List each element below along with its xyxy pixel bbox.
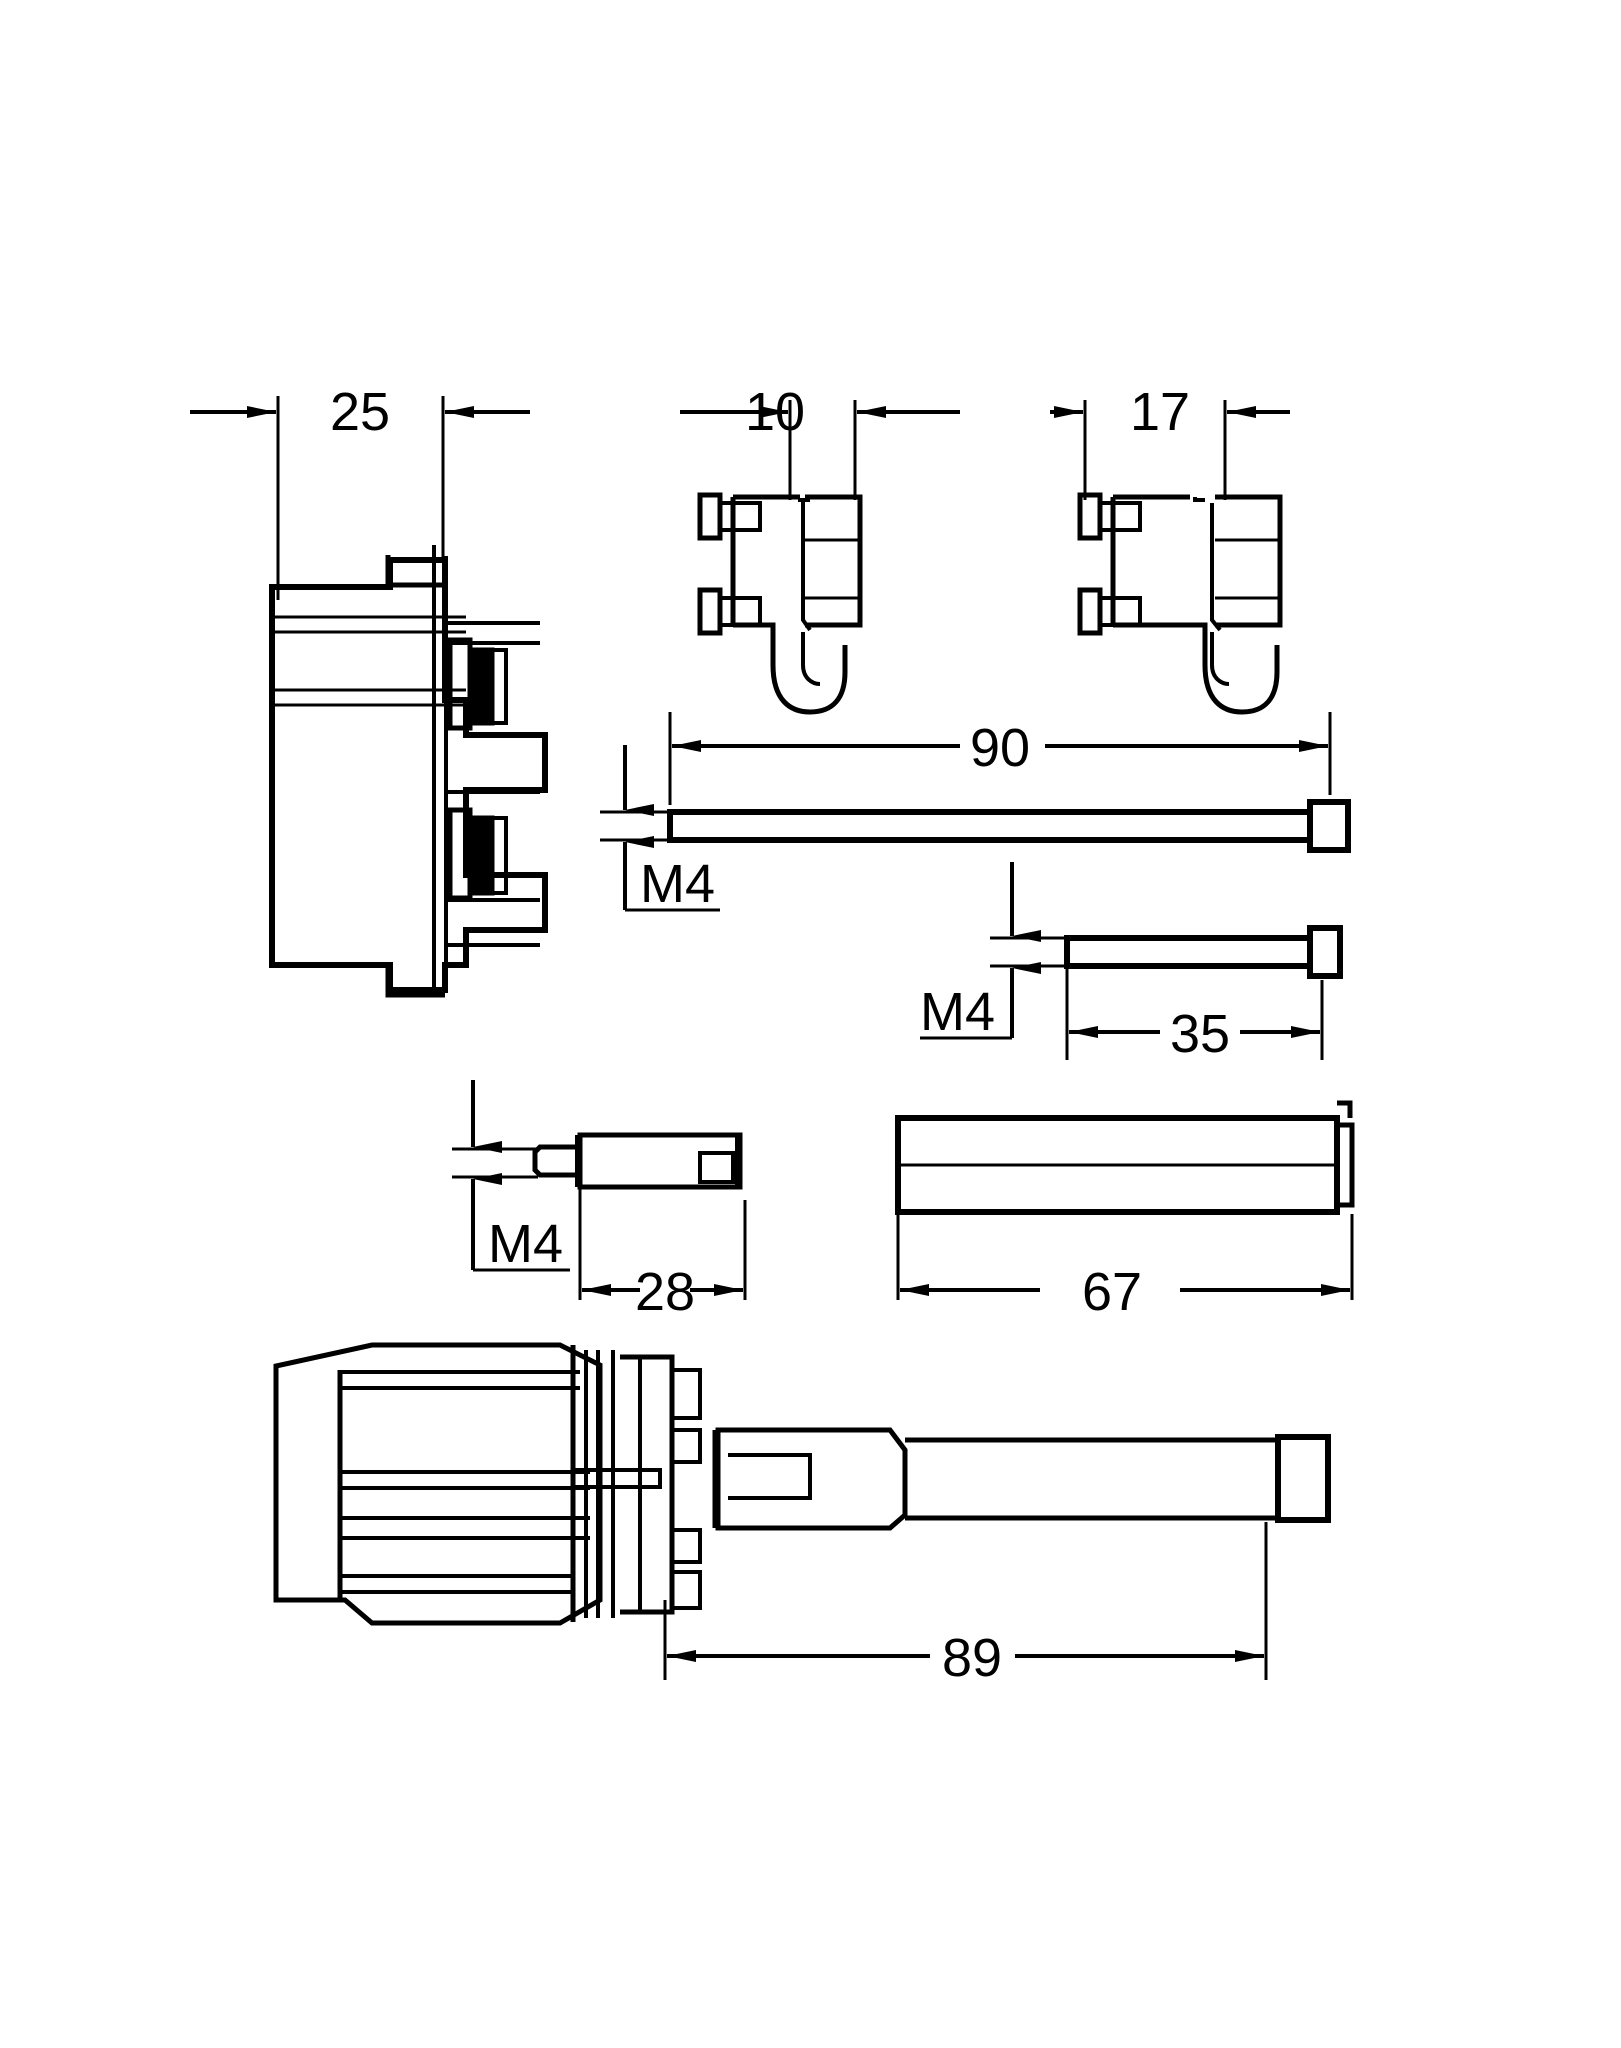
dim-label-m4-c: M4 (488, 1214, 563, 1274)
clip10-right-block-inner (801, 500, 812, 632)
clip10-screwhead-lower (697, 587, 723, 636)
sleeve67-right-flange (1337, 1122, 1355, 1208)
cartridge-end-cap (1275, 1434, 1331, 1523)
clip17-hook-inner (1210, 632, 1230, 686)
dimension-m4-pin28: M4 (452, 1080, 570, 1274)
clip17-body-step (1113, 622, 1208, 665)
part-hook-clip-long (1077, 492, 1283, 715)
dim-label-89: 89 (942, 1628, 1002, 1688)
clip10-hook-inner (801, 632, 821, 686)
clip17-shank-upper (1100, 501, 1142, 532)
dim-label-m4-a: M4 (640, 854, 715, 914)
bracket-tab-top (385, 555, 445, 588)
cartridge-notch-2 (672, 1428, 702, 1464)
clip10-hook-curve (770, 645, 848, 715)
part-screw-35mm (1064, 925, 1343, 979)
bracket-lug-lower-b (467, 815, 495, 896)
dimension-25: 25 (190, 382, 530, 600)
part-cartridge-assembly (273, 1342, 1331, 1626)
cartridge-nose-outer (273, 1342, 603, 1626)
part-screw-90mm (667, 799, 1351, 853)
dim-label-10: 10 (745, 382, 805, 442)
dim-label-90: 90 (970, 718, 1030, 778)
pin28-socket (698, 1151, 735, 1184)
dim-label-35: 35 (1170, 1004, 1230, 1064)
cartridge-shaft-slot (728, 1453, 812, 1500)
part-wall-bracket-right-block (385, 545, 540, 998)
bracket-lug-lower-c (490, 816, 508, 895)
part-threaded-pin-28mm (532, 1132, 743, 1190)
screw90-head (1307, 799, 1351, 853)
part-hook-clip-short (697, 492, 863, 715)
part-sleeve-67mm (895, 1100, 1355, 1215)
clip17-screwhead-upper (1077, 492, 1103, 541)
clip10-shank-upper (720, 501, 762, 532)
bracket-tab-bottom (385, 968, 445, 998)
clip10-body-step (733, 622, 776, 665)
bracket-lug-upper-b (467, 647, 495, 726)
sleeve67-body (895, 1115, 1340, 1215)
cartridge-notch-4 (672, 1570, 702, 1610)
clip17-right-block-inner (1210, 503, 1222, 632)
clip10-right-block (805, 494, 863, 628)
clip17-right-notch (1193, 497, 1205, 502)
dimension-90: 90 (668, 712, 1332, 805)
dim-label-25: 25 (330, 382, 390, 442)
cartridge-notch-3 (672, 1528, 702, 1564)
screw35-head (1307, 925, 1343, 979)
cartridge-notch-1 (672, 1368, 702, 1420)
bracket-lug-upper-c (490, 648, 508, 725)
dim-label-67: 67 (1082, 1262, 1142, 1322)
dimension-10: 10 (680, 382, 960, 500)
dimension-m4-screw90: M4 (600, 745, 720, 914)
cartridge-mid-band (575, 1468, 662, 1489)
dim-label-28: 28 (635, 1262, 695, 1322)
dimension-28: 28 (578, 1189, 747, 1322)
dimension-m4-screw35: M4 (920, 862, 1069, 1042)
clip10-screwhead-upper (697, 492, 723, 541)
dim-label-m4-b: M4 (920, 982, 995, 1042)
dimension-35: 35 (1065, 966, 1324, 1064)
bracket-lug-upper (447, 637, 473, 731)
clip17-hook-curve (1202, 645, 1280, 715)
dim-label-17: 17 (1130, 382, 1190, 442)
dimension-67: 67 (896, 1214, 1354, 1322)
clip17-screwhead-lower (1077, 587, 1103, 636)
clip10-right-notch (798, 498, 810, 502)
sleeve67-top-tab (1337, 1100, 1353, 1118)
clip17-right-block (1215, 494, 1283, 628)
cartridge-flange-block (620, 1354, 675, 1615)
dimension-17: 17 (1050, 382, 1290, 500)
cartridge-shaft-step-1 (715, 1427, 908, 1531)
dimension-89: 89 (663, 1522, 1268, 1688)
